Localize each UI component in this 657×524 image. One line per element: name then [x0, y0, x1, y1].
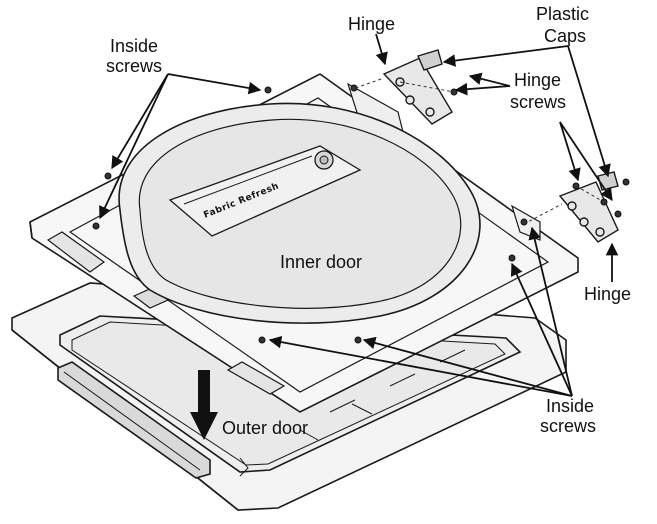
- screw: [264, 86, 272, 94]
- screw: [622, 178, 630, 186]
- plastic-caps-label-line2: Caps: [544, 26, 586, 46]
- screw: [520, 218, 528, 226]
- outer-door-label: Outer door: [222, 418, 308, 438]
- screw: [92, 222, 100, 230]
- screw: [508, 254, 516, 262]
- screw: [614, 210, 622, 218]
- hinge-right-label: Hinge: [584, 284, 631, 304]
- inside-screws-top-label-line1: Inside: [110, 36, 158, 56]
- plastic-caps-label-line1: Plastic: [536, 4, 589, 24]
- assembly-lines: [349, 77, 605, 225]
- down-arrow-icon: [190, 370, 218, 440]
- screws: [92, 84, 630, 344]
- door-window: [118, 102, 481, 324]
- leader-lines: [99, 33, 619, 397]
- screw: [258, 336, 266, 344]
- inside-screws-top-label-line2: screws: [106, 56, 162, 76]
- hinge-top-part: [382, 49, 453, 125]
- screw: [104, 172, 112, 180]
- hinge-top-label: Hinge: [348, 14, 395, 34]
- hinge-screws-label-line1: Hinge: [514, 70, 561, 90]
- inner-door-label: Inner door: [280, 252, 362, 272]
- inside-screws-bottom-label-line2: screws: [540, 416, 596, 436]
- hinge-right-part: [558, 171, 619, 243]
- screw: [354, 336, 362, 344]
- hinge-screws-label-line2: screws: [510, 92, 566, 112]
- inside-screws-bottom-label-line1: Inside: [546, 396, 594, 416]
